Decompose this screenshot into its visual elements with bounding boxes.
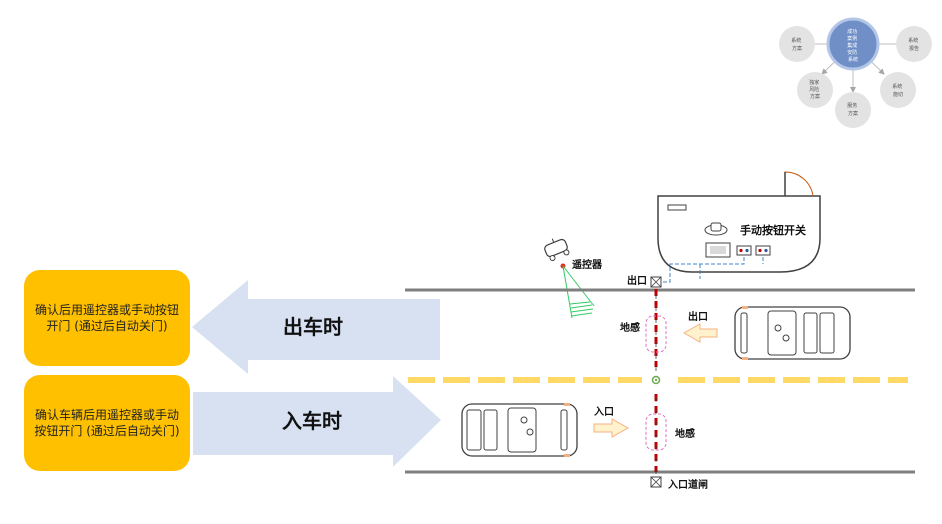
hub-node-line: 报告 <box>909 45 919 52</box>
remote-beam <box>562 265 595 319</box>
hub-node-circle <box>835 92 871 128</box>
svg-text:系统 报告: 系统 报告 <box>908 37 920 52</box>
hub-node-circle <box>779 26 815 62</box>
hub-node-line: 系统 <box>892 83 902 90</box>
hub-node-circle <box>797 72 833 108</box>
svg-text:独家 风险 方案: 独家 风险 方案 <box>809 79 821 100</box>
entry-arrow-label: 入车时 <box>282 409 342 433</box>
hub-node-line: 服务 <box>847 102 857 109</box>
exit-gate-label: 出口 <box>627 274 647 287</box>
hub-center-line: 系统 <box>848 56 858 63</box>
remote-label: 遥控器 <box>572 258 603 271</box>
exit-loop-sensor <box>645 315 667 353</box>
hub-center-line: 安防 <box>847 49 857 56</box>
manual-switch-label: 手动按钮开关 <box>740 223 806 237</box>
entry-loop-sensor <box>645 413 667 451</box>
hub-node-line: 系统 <box>908 37 918 44</box>
entering-car-icon <box>461 403 578 457</box>
entry-direction-arrow: 入口 <box>593 406 630 438</box>
hub-diagram: 成功 案例 集成 安防 系统 系统 方案 系统 报告 独家 风险 方案 服务 方… <box>779 17 932 128</box>
entry-instruction-callout: 确认车辆后用遥控器或手动按钮开门 (通过后自动关门) <box>24 375 190 471</box>
exit-big-arrow: 出车时 <box>192 280 440 374</box>
entry-big-arrow: 入车时 <box>193 376 441 467</box>
exit-instruction-text: 确认后用遥控器或手动按钮开门 (通过后自动关门) <box>34 303 179 333</box>
hub-node-line: 方案 <box>848 110 858 117</box>
hub-node-line: 方案 <box>810 93 820 100</box>
control-button-icon <box>736 245 752 256</box>
exit-arrow-label: 出车时 <box>283 315 343 339</box>
entry-direction-label: 入口 <box>594 406 614 418</box>
hub-node-line: 施切 <box>893 91 903 98</box>
exit-direction-arrow: 出口 <box>682 310 718 343</box>
hub-center-circle <box>826 17 880 71</box>
hub-node-circle <box>880 72 916 108</box>
hub-center-line: 成功 <box>847 28 857 35</box>
svg-text:服务 方案: 服务 方案 <box>847 102 859 117</box>
exit-loop-sensor-label: 地感 <box>620 321 640 334</box>
hub-node-circle <box>896 26 932 62</box>
entry-gate-label: 入口道闸 <box>668 478 708 491</box>
remote-control: 遥控器 <box>544 238 603 319</box>
hub-node-line: 系统 <box>791 37 801 44</box>
control-button-icon <box>755 245 771 256</box>
exit-barrier-gate: 出口 <box>627 274 662 372</box>
exit-direction-label: 出口 <box>688 310 708 323</box>
hub-center-line: 集成 <box>847 42 857 49</box>
svg-text:成功 案例 集成 安防: 成功 案例 集成 安防 系统 <box>847 28 859 63</box>
control-wire <box>662 257 745 283</box>
exit-instruction-callout: 确认后用遥控器或手动按钮开门 (通过后自动关门) <box>24 270 190 366</box>
operator-icon <box>704 222 728 236</box>
hub-node-line: 风险 <box>809 86 819 93</box>
hub-node-line: 独家 <box>809 79 819 86</box>
hub-node-line: 方案 <box>792 45 802 52</box>
svg-text:系统 施切: 系统 施切 <box>892 83 904 98</box>
booth-window <box>667 204 687 211</box>
entry-loop-sensor-label: 地感 <box>675 427 695 440</box>
hub-center-line: 案例 <box>847 35 857 42</box>
lane-divider <box>408 377 908 383</box>
guard-booth: 手动按钮开关 <box>657 171 821 283</box>
entry-barrier-gate: 入口道闸 <box>650 394 708 491</box>
exiting-car-icon <box>734 306 851 360</box>
svg-text:系统 方案: 系统 方案 <box>791 37 803 52</box>
entry-instruction-text: 确认车辆后用遥控器或手动按钮开门 (通过后自动关门) <box>34 408 180 438</box>
road <box>405 288 915 474</box>
